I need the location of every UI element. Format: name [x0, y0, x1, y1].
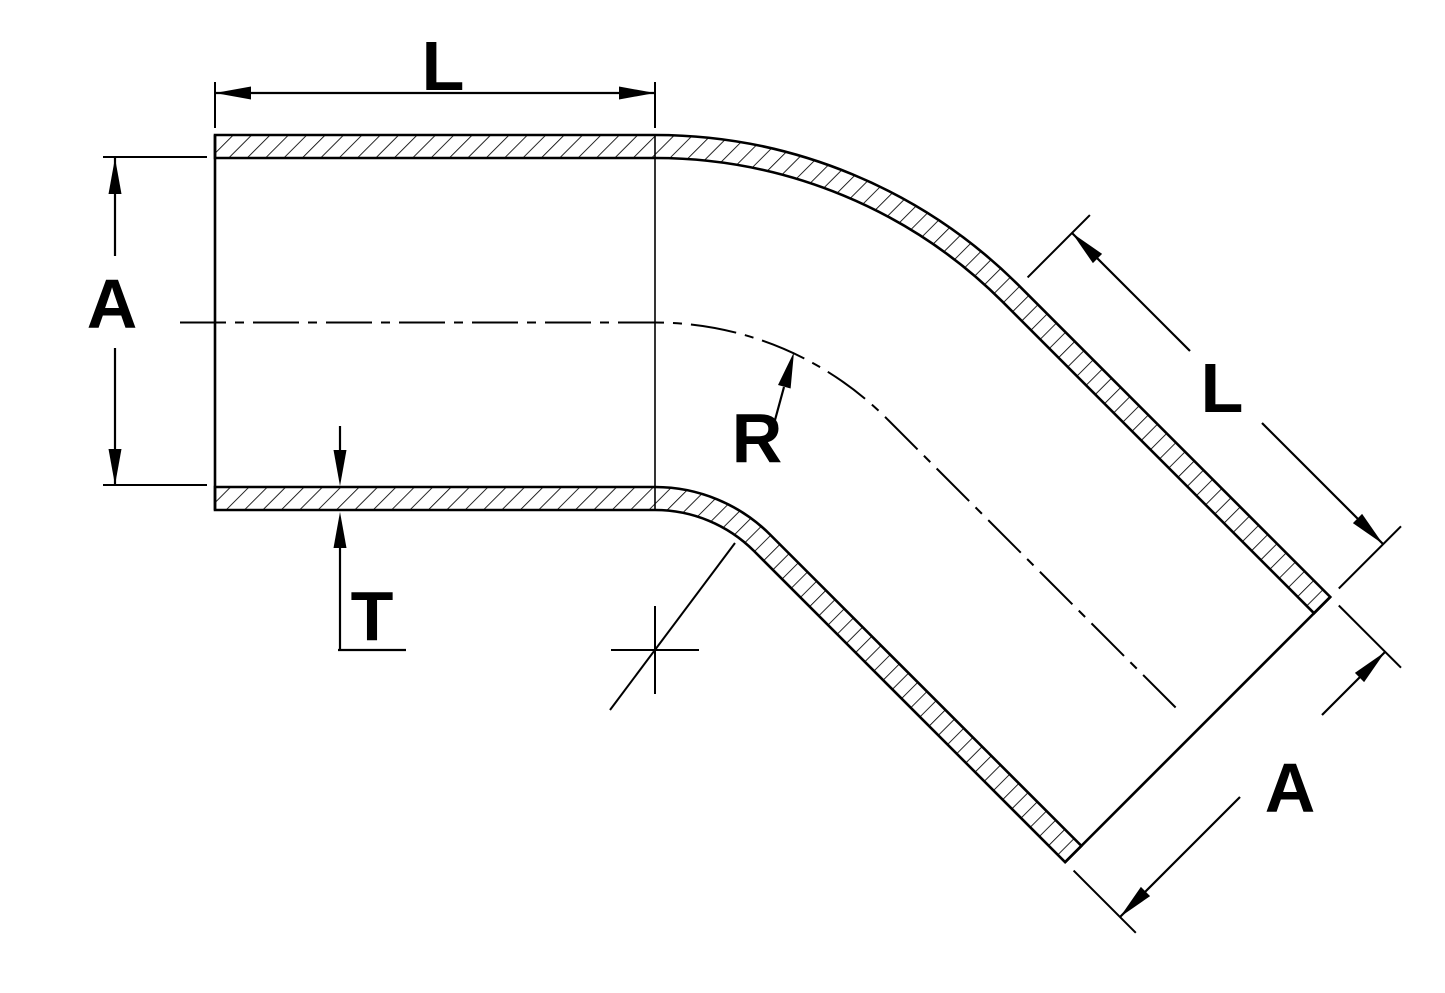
tube-body	[213, 133, 1333, 864]
tube-centerline	[180, 321, 1181, 713]
dimension-diameter-diagonal: A	[1072, 604, 1402, 934]
arrowhead-down-icon	[333, 450, 347, 486]
radius-leader-line	[609, 542, 736, 711]
arrowhead-downright-icon	[1352, 513, 1383, 544]
extension-line	[1072, 869, 1137, 934]
dim-label-length-diagonal: L	[1201, 349, 1244, 427]
radius-arrow-shaft	[773, 386, 786, 421]
extension-line	[1026, 214, 1091, 279]
arrowhead-radius-icon	[778, 352, 794, 389]
arrowhead-downleft-icon	[1120, 886, 1151, 917]
dimension-wall-thickness: T	[333, 426, 406, 655]
dim-label-diameter-diagonal: A	[1265, 749, 1316, 827]
dim-label-length-horizontal: L	[422, 27, 465, 105]
dim-label-bend-radius: R	[732, 399, 783, 477]
arrowhead-up-icon	[333, 512, 347, 548]
arrowhead-down-icon	[108, 449, 122, 485]
arrowhead-left-icon	[215, 86, 251, 100]
arrowhead-up-icon	[108, 158, 122, 194]
dimension-inner-diameter: A	[87, 156, 207, 486]
dimension-length-diagonal: L	[1026, 214, 1402, 590]
arrowhead-right-icon	[619, 86, 655, 100]
tube-diagonal-end-face	[1064, 596, 1332, 864]
arrowhead-upleft-icon	[1072, 233, 1103, 264]
extension-line	[1338, 525, 1402, 590]
arrowhead-upright-icon	[1354, 652, 1385, 683]
dimension-length-horizontal: L	[214, 27, 656, 128]
dim-label-wall-thickness: T	[351, 577, 394, 655]
extension-line	[1338, 604, 1402, 669]
dim-label-inner-diameter: A	[87, 265, 138, 343]
dimension-bend-radius: R	[609, 352, 794, 711]
